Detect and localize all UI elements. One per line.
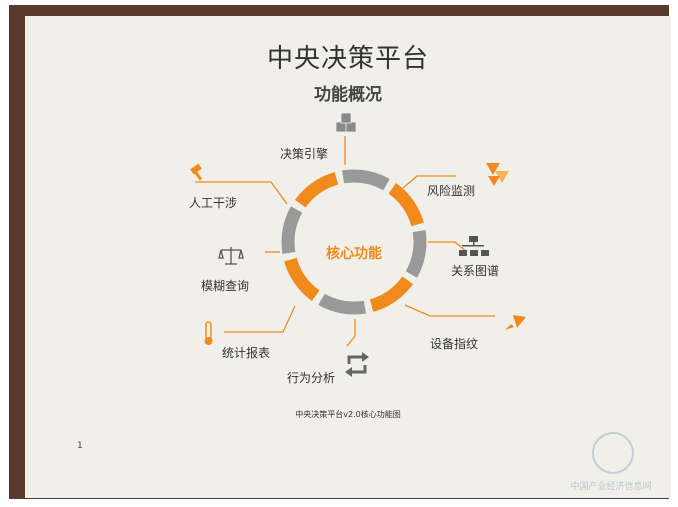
scales-icon	[218, 247, 244, 265]
ring-segment-1	[342, 169, 390, 191]
org-chart-icon	[459, 236, 489, 256]
watermark-text: 中国产业经济信息网	[570, 482, 652, 492]
label-device-fingerprint: 设备指纹	[430, 336, 478, 351]
refresh-arrows-icon	[345, 352, 369, 377]
watermark-logo-icon	[592, 432, 634, 474]
page-subtitle: 功能概况	[314, 85, 382, 105]
connector-risk-monitoring	[402, 175, 456, 189]
page-title: 中央决策平台	[266, 44, 429, 74]
connector-manual-intervention	[195, 181, 288, 205]
label-statistics-report: 统计报表	[222, 345, 270, 360]
warning-signs-icon	[486, 163, 509, 186]
label-fuzzy-query: 模糊查询	[201, 278, 249, 293]
ring-segment-2	[388, 183, 424, 227]
label-risk-monitoring: 风险监测	[427, 183, 475, 198]
slide-frame: 中央决策平台 功能概况 核心功能 决策引擎 风险监测 关系图谱 设备指纹 行	[9, 5, 671, 499]
page-number: 1	[77, 441, 83, 451]
ring-segment-3	[405, 230, 427, 278]
watermark: 中国产业经济信息网	[561, 432, 661, 492]
label-relation-graph: 关系图谱	[451, 264, 499, 278]
connector-lines	[195, 136, 495, 347]
connector-relation-graph	[428, 241, 468, 253]
cubes-icon	[335, 112, 357, 134]
ring-segment-4	[369, 276, 413, 312]
label-behavior-analysis: 行为分析	[287, 371, 335, 385]
ring-segment-6	[284, 257, 320, 301]
thermometer-icon	[204, 321, 213, 345]
connector-device-fingerprint	[404, 304, 495, 317]
slide: 中央决策平台 功能概况 核心功能 决策引擎 风险监测 关系图谱 设备指纹 行	[25, 16, 671, 498]
ring-segment-5	[318, 293, 366, 315]
label-manual-intervention: 人工干涉	[189, 196, 237, 210]
connector-statistics-report	[224, 305, 296, 333]
ring-segment-7	[281, 206, 303, 254]
label-decision-engine: 决策引擎	[280, 146, 328, 161]
core-function-diagram: 核心功能 决策引擎 风险监测 关系图谱 设备指纹 行为分析 统计报表 模糊查询 …	[189, 112, 526, 385]
ring-segment-8	[295, 172, 339, 208]
rocket-icon	[505, 315, 526, 330]
center-label: 核心功能	[326, 245, 382, 262]
figure-caption: 中央决策平台v2.0核心功能图	[295, 410, 401, 419]
gavel-icon	[190, 163, 203, 181]
ring	[281, 169, 427, 315]
connector-behavior-analysis	[346, 319, 356, 347]
